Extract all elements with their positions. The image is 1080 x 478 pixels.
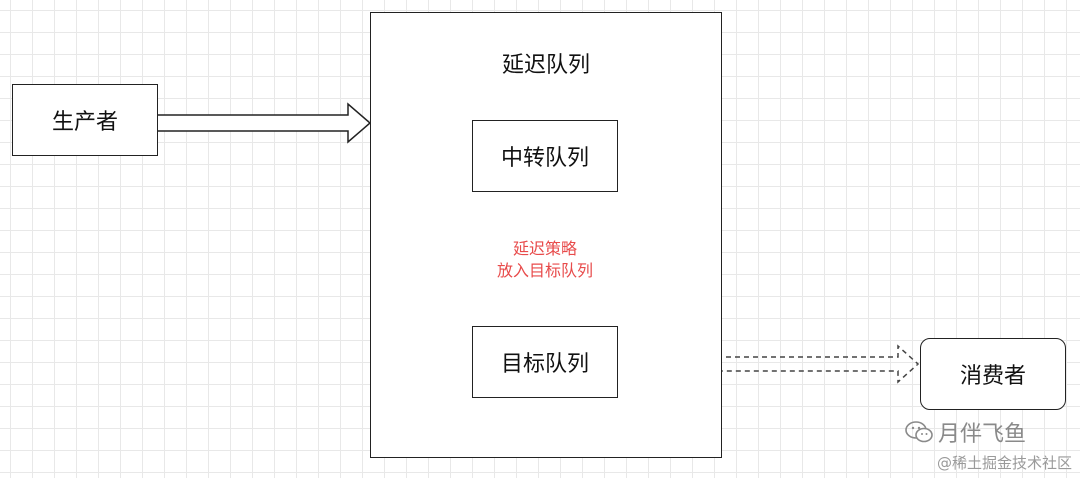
producer-label: 生产者 <box>51 110 118 135</box>
strategy-label-line2: 放入目标队列 <box>496 261 593 280</box>
wechat-icon <box>905 421 933 443</box>
target-queue-node: 目标队列 <box>472 326 618 398</box>
consumer-node: 消费者 <box>920 338 1066 410</box>
target-queue-label: 目标队列 <box>500 352 589 377</box>
watermark-brand-text: 月伴飞鱼 <box>938 422 1027 447</box>
transit-queue-node: 中转队列 <box>472 120 618 192</box>
watermark-site: @稀土掘金技术社区 <box>936 454 1072 472</box>
watermark-brand: 月伴飞鱼 <box>904 416 1026 448</box>
producer-to-delay-arrow <box>158 102 372 144</box>
transit-queue-label: 中转队列 <box>500 146 589 171</box>
consumer-label: 消费者 <box>959 364 1026 389</box>
strategy-label-line1: 延迟策略 <box>512 239 577 258</box>
producer-node: 生产者 <box>12 84 158 156</box>
strategy-edge-label: 延迟策略 放入目标队列 <box>470 238 620 282</box>
delay-queue-title: 延迟队列 <box>501 53 590 78</box>
